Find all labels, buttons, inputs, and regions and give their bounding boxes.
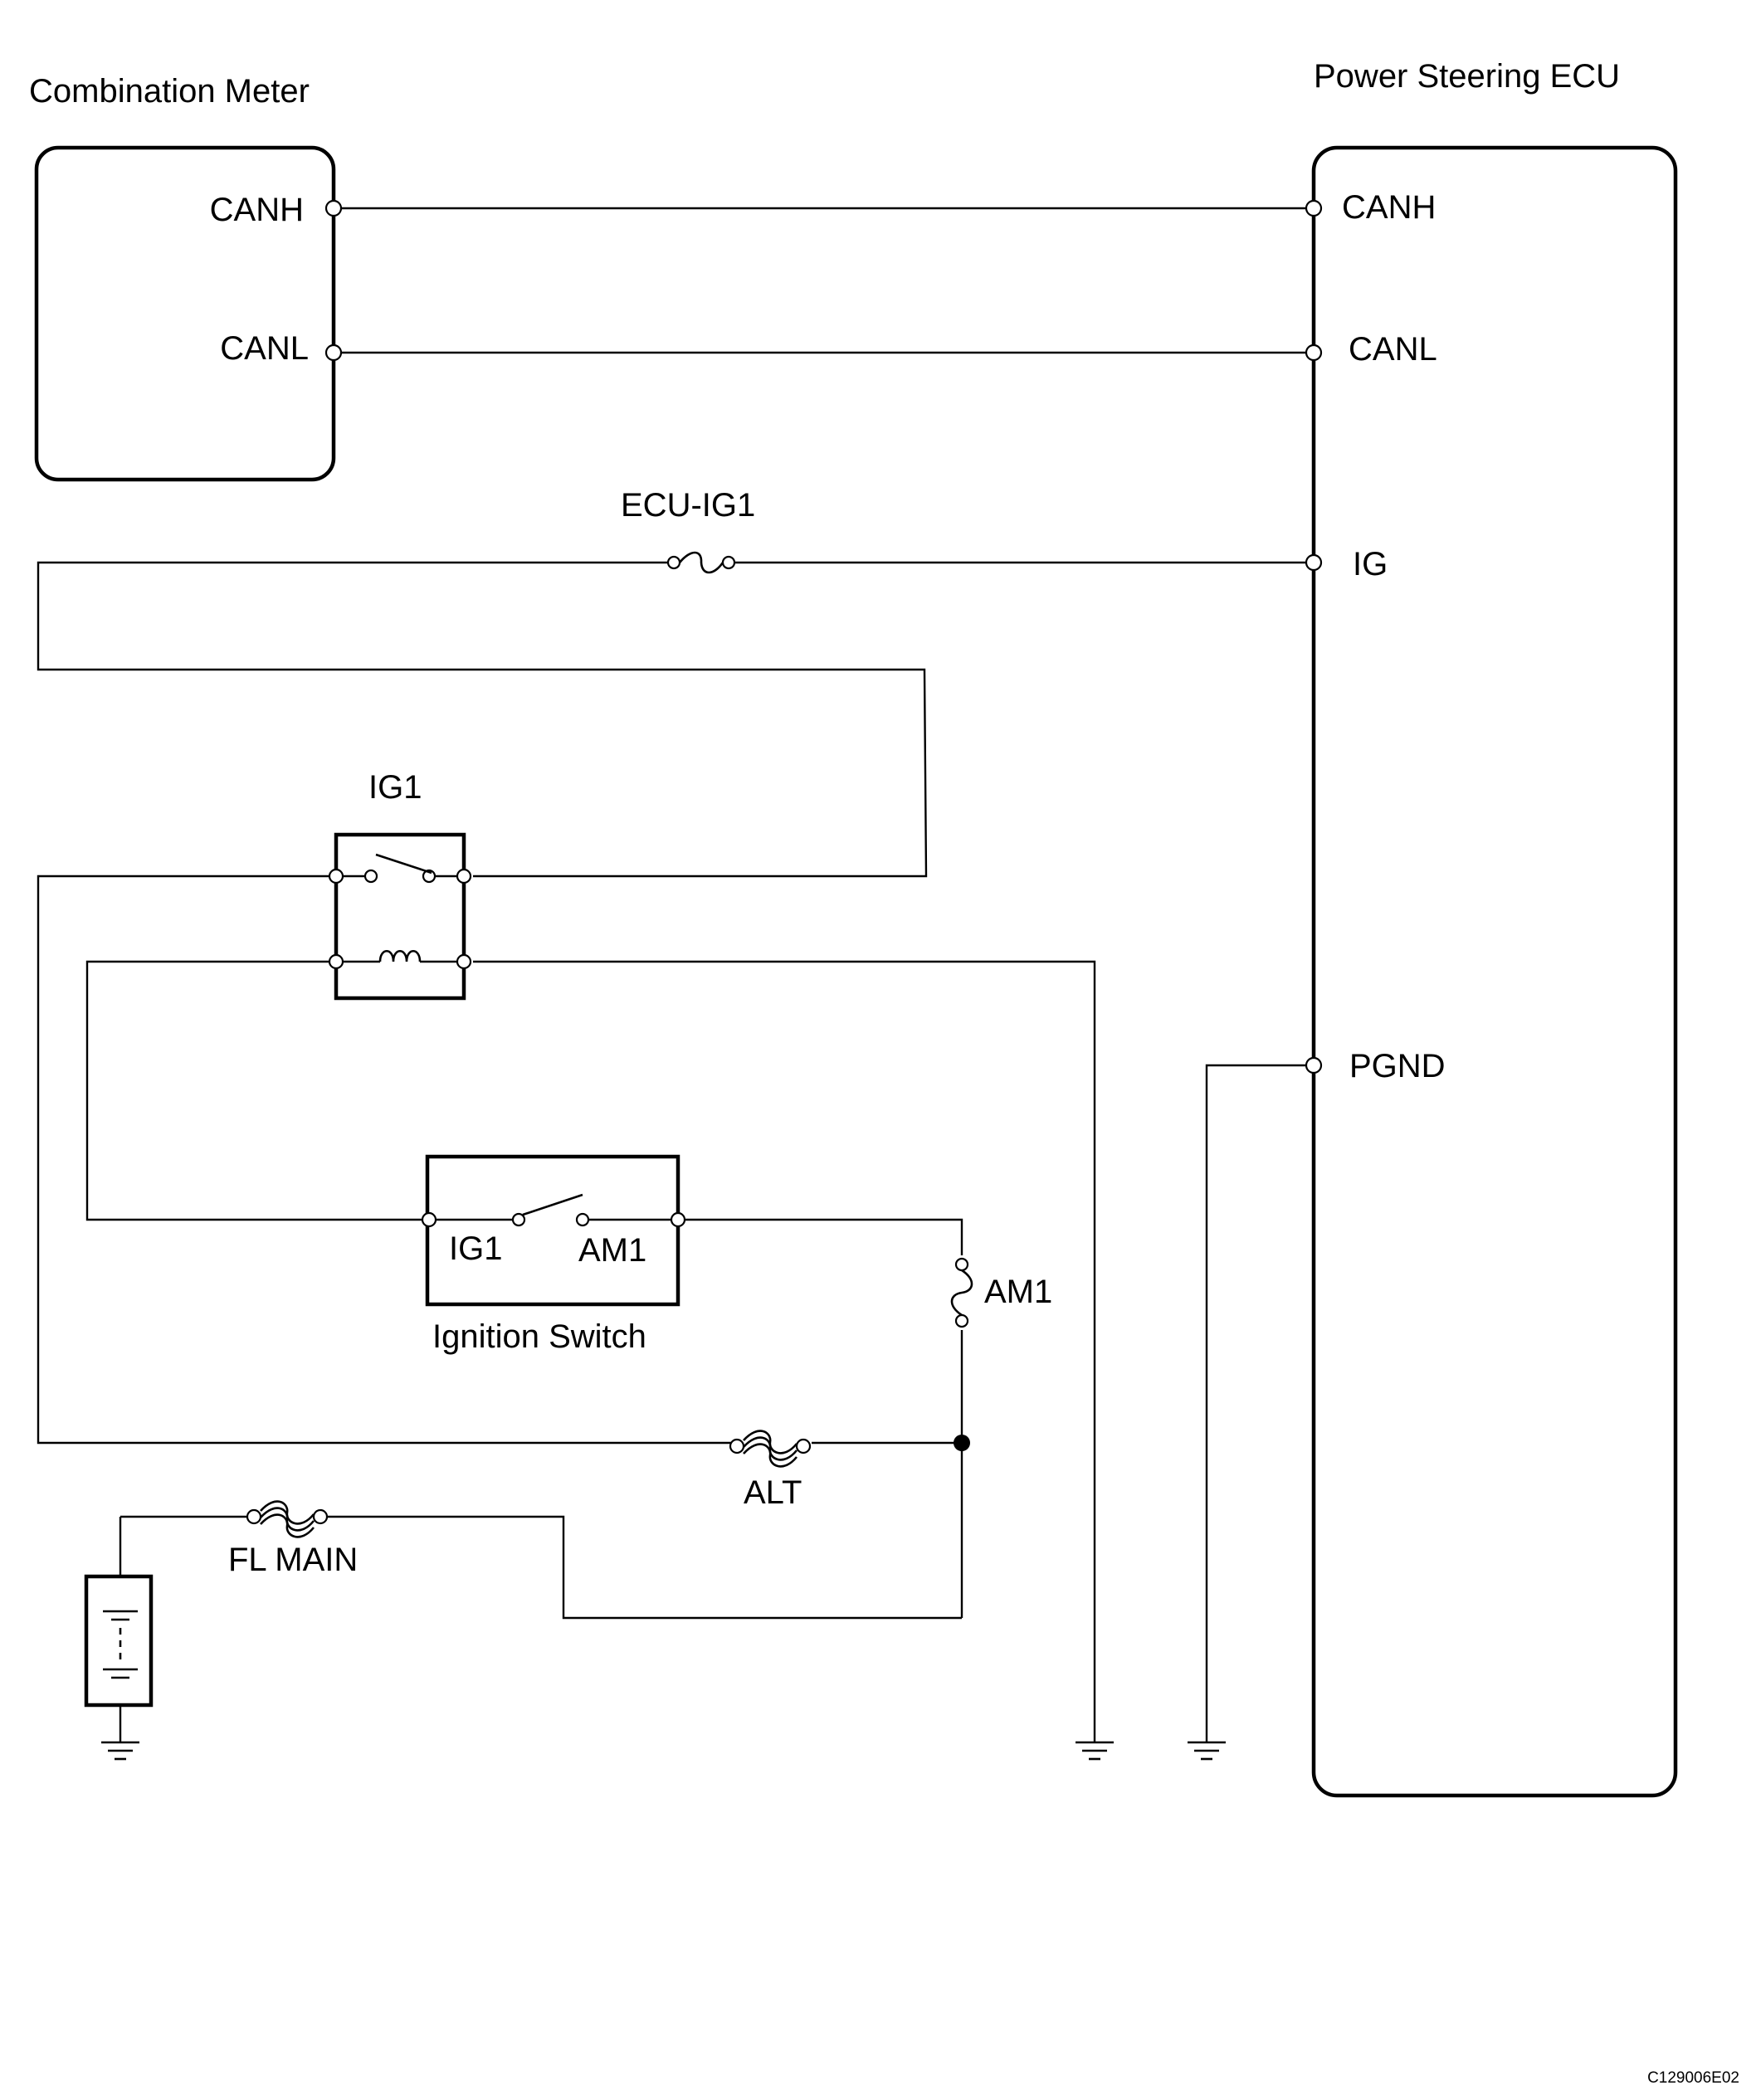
ecu-ig-terminal: [1305, 553, 1323, 572]
ecu-box: [1311, 145, 1678, 1798]
wire-junction-to-flmain: [327, 1515, 962, 1620]
fuse-ecu-ig1: ECU-IG1: [621, 487, 755, 574]
wire-relay-coil-ground: [473, 960, 1096, 1742]
ecu-pgnd-terminal: [1305, 1056, 1323, 1074]
ignition-switch-blade: [522, 1193, 583, 1216]
wire-ignition-am1: [685, 1218, 963, 1255]
ig1-relay: IG1: [328, 769, 472, 1001]
combination-meter-title: Combination Meter: [29, 73, 310, 110]
ignition-switch-am1-label: AM1: [578, 1232, 646, 1269]
ig1-relay-coil: [378, 949, 422, 962]
ecu-title: Power Steering ECU: [1314, 58, 1620, 95]
ecu-canh-terminal: [1305, 199, 1323, 217]
wire-pgnd-ground: [1205, 1064, 1306, 1742]
ground-battery-icon: [101, 1741, 139, 1761]
battery-box: [84, 1574, 154, 1708]
ignition-switch-label: Ignition Switch: [432, 1318, 646, 1355]
fuse-fl-main-label: FL MAIN: [228, 1542, 358, 1578]
ig1-relay-label: IG1: [368, 769, 422, 806]
wire-relay-switch-feed: [37, 875, 731, 1445]
wire-relay-coil-to-switch: [85, 960, 422, 1221]
figure-code: C129006E02: [1647, 2069, 1739, 2087]
fuse-am1: AM1: [950, 1257, 1052, 1328]
fuse-fl-main: FL MAIN: [228, 1500, 358, 1578]
ig1-relay-switch-blade: [375, 853, 432, 875]
ground-relay-icon: [1076, 1741, 1114, 1761]
meter-canh-terminal: [324, 199, 343, 217]
ig1-relay-box: [334, 832, 466, 1001]
meter-canl-label: CANL: [220, 330, 309, 367]
combination-meter-box: [34, 145, 336, 482]
ignition-switch-box: [425, 1154, 680, 1307]
ecu-canl-terminal: [1305, 344, 1323, 362]
fuse-ecu-ig1-label: ECU-IG1: [621, 487, 755, 524]
junction-dot: [954, 1435, 970, 1451]
combination-meter: Combination Meter CANH CANL: [29, 73, 336, 482]
power-steering-ecu: Power Steering ECU CANH CANL IG PGND: [1311, 58, 1678, 1798]
ignition-switch-ig1-label: IG1: [449, 1230, 502, 1267]
fuse-am1-label: AM1: [984, 1274, 1052, 1310]
fuse-alt: ALT: [729, 1430, 812, 1511]
meter-canl-terminal: [324, 344, 343, 362]
ecu-pgnd-label: PGND: [1349, 1048, 1446, 1084]
ecu-canh-label: CANH: [1342, 189, 1436, 226]
wires: [37, 207, 1306, 1742]
ground-pgnd-icon: [1188, 1741, 1226, 1761]
ignition-switch: IG1 AM1 Ignition Switch: [421, 1154, 686, 1355]
ecu-canl-label: CANL: [1349, 331, 1437, 368]
meter-canh-label: CANH: [210, 192, 304, 228]
fuse-alt-label: ALT: [744, 1474, 802, 1511]
battery: [84, 1574, 154, 1708]
ecu-ig-label: IG: [1353, 546, 1388, 582]
terminals: [324, 199, 1323, 1074]
wire-ig-left: [37, 561, 928, 878]
